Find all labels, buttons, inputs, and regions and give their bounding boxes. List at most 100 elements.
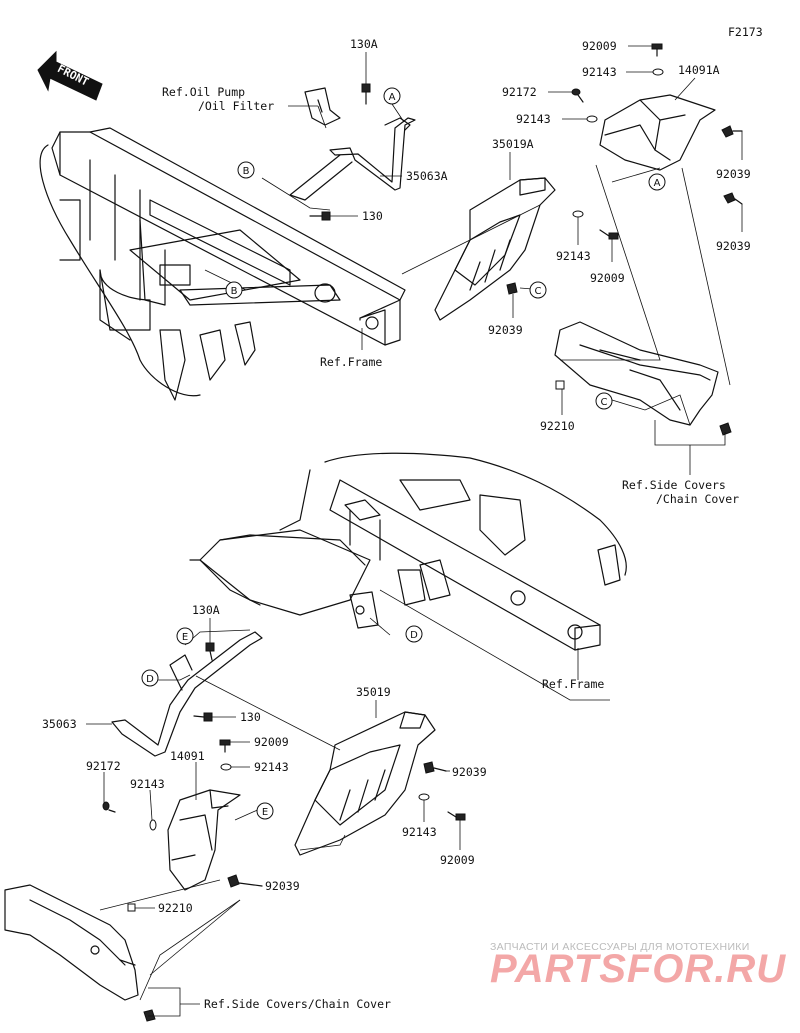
guard-14091A	[599, 94, 716, 171]
callout-A-2: A	[648, 173, 666, 191]
svg-text:E: E	[182, 632, 188, 643]
rivet-92039-c	[506, 282, 518, 295]
washer-92143-mid	[586, 115, 598, 123]
ref-frame-lower: Ref.Frame	[542, 677, 604, 691]
washer-92143-lower-b	[149, 819, 157, 831]
rivet-92039-a	[721, 125, 743, 138]
svg-text:A: A	[389, 92, 396, 103]
label-92143-low: 92143	[556, 249, 591, 263]
watermark-tagline: ЗАПЧАСТИ И АКСЕССУАРЫ ДЛЯ МОТОТЕХНИКИ	[490, 941, 750, 953]
watermark-brand: PARTSFOR.RU	[490, 947, 786, 991]
callout-D-1: D	[141, 669, 159, 687]
label-14091A: 14091A	[678, 63, 720, 77]
rivet-cover-lower	[143, 1009, 156, 1022]
bolt-130	[309, 211, 331, 221]
callout-A-1: A	[383, 87, 401, 105]
rivet-92039-lower-b	[227, 874, 263, 888]
front-arrow-icon: FRONT	[37, 50, 103, 101]
callout-D-2: D	[405, 625, 423, 643]
side-cover-upper	[554, 321, 719, 426]
chain-guard-35019A	[434, 177, 556, 321]
label-14091: 14091	[170, 749, 205, 763]
washer-92143-top	[652, 68, 664, 76]
watermark-logo: ЗАПЧАСТИ И АКСЕССУАРЫ ДЛЯ МОТОТЕХНИКИ PA…	[490, 941, 786, 991]
label-92172: 92172	[502, 85, 537, 99]
lower-assembly: E D D E 130A Ref.Frame 35063 130 35019 9…	[4, 452, 627, 1022]
svg-text:E: E	[262, 807, 268, 818]
label-92143-lower-c: 92143	[402, 825, 437, 839]
label-130: 130	[362, 209, 383, 223]
bolt-130A-lower	[205, 642, 215, 661]
svg-text:B: B	[231, 286, 238, 297]
label-92009-lower-b: 92009	[440, 853, 475, 867]
screw-92172	[571, 88, 584, 103]
callout-C-2: C	[595, 392, 613, 410]
ref-covers-line1: Ref.Side Covers	[622, 478, 726, 492]
frame-upper	[39, 127, 406, 401]
label-35063A: 35063A	[406, 169, 448, 183]
label-35063: 35063	[42, 717, 77, 731]
label-92039-c: 92039	[488, 323, 523, 337]
ref-covers-lower: Ref.Side Covers/Chain Cover	[204, 997, 391, 1011]
bracket-35063	[111, 631, 263, 757]
label-92143-lower-a: 92143	[254, 760, 289, 774]
bolt-92009-low	[599, 229, 619, 240]
label-92143-top: 92143	[582, 65, 617, 79]
rivet-92039-lower-a	[423, 761, 447, 774]
leaders-upper	[204, 45, 743, 475]
clip-92210	[555, 380, 565, 390]
callout-C-1: C	[529, 281, 547, 299]
callout-E-2: E	[256, 802, 274, 820]
rivet-92039-b	[723, 192, 743, 205]
chain-guard-35019	[294, 711, 436, 856]
bolt-92009-lower-b	[447, 811, 466, 821]
label-92009-lower-a: 92009	[254, 735, 289, 749]
washer-92143-lower-c	[418, 793, 430, 801]
figure-code: F2173	[728, 25, 763, 39]
label-92009-low: 92009	[590, 271, 625, 285]
label-92039-b: 92039	[716, 239, 751, 253]
label-92143-mid: 92143	[516, 112, 551, 126]
label-92039-lower-a: 92039	[452, 765, 487, 779]
svg-text:C: C	[601, 397, 608, 408]
svg-text:B: B	[243, 166, 250, 177]
callout-B-2: B	[225, 281, 243, 299]
label-130-lower: 130	[240, 710, 261, 724]
svg-text:A: A	[654, 178, 661, 189]
leaders-lower	[86, 589, 610, 1017]
frame-lower	[189, 452, 627, 651]
guard-14091	[167, 789, 241, 891]
rivet-cover-upper	[719, 422, 732, 436]
clip-92210-lower	[127, 903, 136, 912]
callout-E-1: E	[176, 627, 194, 645]
washer-92143-low	[572, 210, 584, 218]
label-35019A: 35019A	[492, 137, 534, 151]
label-92210: 92210	[540, 419, 575, 433]
label-130A: 130A	[350, 37, 378, 51]
label-92143-lower-b: 92143	[130, 777, 165, 791]
washer-92143-lower-a	[220, 763, 232, 771]
upper-assembly: A B B A C C 130A Ref.Oil Pump /Oil Filte…	[39, 37, 751, 506]
bolt-92009-lower-a	[219, 739, 231, 753]
svg-text:D: D	[410, 630, 418, 641]
svg-text:C: C	[535, 286, 542, 297]
ref-oil-line2: /Oil Filter	[198, 99, 274, 113]
label-92009-top: 92009	[582, 39, 617, 53]
label-92172-lower: 92172	[86, 759, 121, 773]
callout-B-1: B	[237, 161, 255, 179]
ref-covers-line2: /Chain Cover	[656, 492, 739, 506]
label-92039-a: 92039	[716, 167, 751, 181]
label-92039-lower-b: 92039	[265, 879, 300, 893]
bolt-130A	[361, 83, 371, 105]
label-35019: 35019	[356, 685, 391, 699]
label-92210-lower: 92210	[158, 901, 193, 915]
side-cover-lower	[4, 884, 139, 1001]
bolt-92009-top	[651, 43, 663, 57]
bracket-35063A	[289, 117, 416, 201]
screw-92172-lower	[102, 801, 116, 813]
label-130A-lower: 130A	[192, 603, 220, 617]
bolt-130-lower	[193, 712, 213, 722]
svg-text:D: D	[146, 674, 154, 685]
ref-frame-upper: Ref.Frame	[320, 355, 382, 369]
